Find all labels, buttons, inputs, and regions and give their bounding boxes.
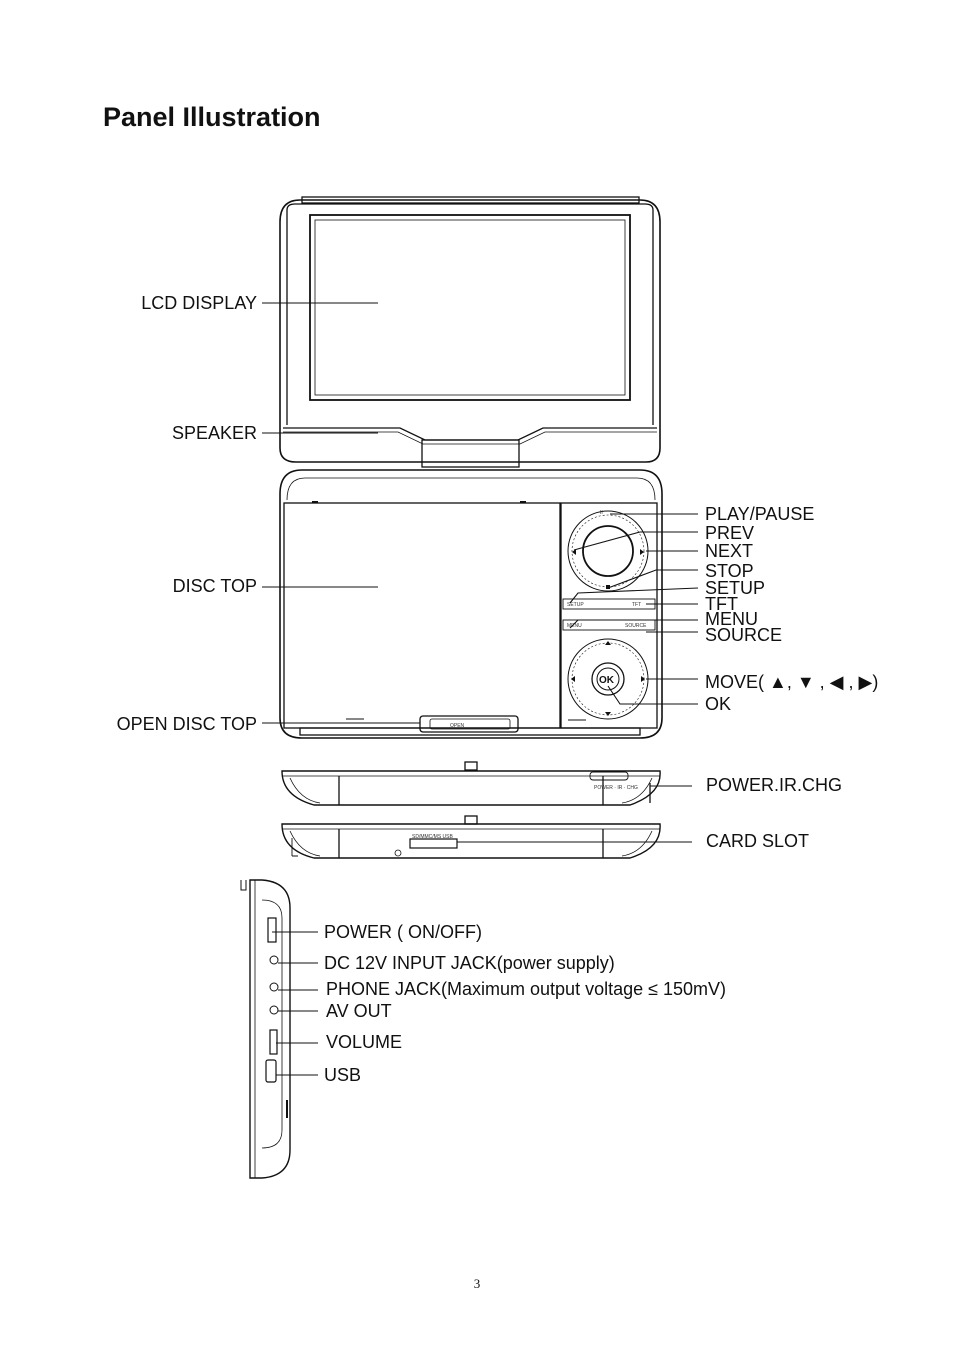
svg-text:II: II — [600, 510, 603, 516]
open-switch-text: OPEN — [450, 723, 465, 729]
label-speaker: SPEAKER — [171, 423, 257, 443]
page-number: 3 — [473, 1276, 481, 1291]
side-power-marking: POWER · IR · CHG — [594, 785, 638, 791]
front-side-view: POWER · IR · CHG — [281, 761, 661, 806]
label-tft: TFT — [705, 594, 738, 614]
lcd-lid — [279, 196, 661, 468]
label-lcd-display: LCD DISPLAY — [141, 293, 257, 313]
open-switch — [419, 715, 519, 733]
card-side-view: SD/MMC/MS USB — [281, 815, 661, 859]
power-switch — [267, 917, 277, 943]
leader-lines — [262, 302, 699, 1076]
label-av-out: AV OUT — [326, 1001, 392, 1021]
hinge — [421, 439, 520, 468]
label-ok: OK — [705, 694, 732, 714]
label-volume: VOLUME — [326, 1032, 403, 1052]
label-card-slot: CARD SLOT — [706, 831, 810, 851]
label-setup: SETUP — [705, 578, 766, 598]
label-power-ir-chg: POWER.IR.CHG — [706, 775, 843, 795]
label-power-on-off: POWER ( ON/OFF) — [324, 922, 482, 942]
label-open-disc-top: OPEN DISC TOP — [116, 714, 257, 734]
usb-port — [265, 1059, 277, 1083]
source-key-text: SOURCE — [625, 623, 647, 629]
label-play-pause: PLAY/PAUSE — [705, 504, 815, 524]
menu-key-text: MENU — [567, 623, 582, 629]
left-side-view — [240, 879, 291, 1179]
setup-key-text: SETUP — [567, 602, 584, 608]
disc-top-lid — [283, 502, 561, 729]
label-menu: MENU — [705, 609, 758, 629]
label-stop: STOP — [705, 561, 754, 581]
label-prev: PREV — [705, 523, 755, 543]
ok-button-text: OK — [599, 675, 615, 686]
playback-dial — [567, 510, 649, 592]
label-disc-top: DISC TOP — [172, 576, 257, 596]
label-usb: USB — [324, 1065, 362, 1085]
label-phone-jack: PHONE JACK(Maximum output voltage ≤ 150m… — [326, 979, 727, 999]
tft-key-text: TFT — [632, 602, 641, 608]
label-source: SOURCE — [705, 625, 783, 645]
label-dc-input: DC 12V INPUT JACK(power supply) — [324, 953, 615, 973]
page-title: Panel Illustration — [103, 102, 321, 132]
player-base: OPEN II SETUP TFT MENU SOURCE OK — [279, 469, 663, 739]
card-slot-marking: SD/MMC/MS USB — [412, 834, 454, 840]
card-slot — [409, 838, 458, 849]
volume-wheel — [269, 1029, 278, 1055]
lcd-display-screen — [309, 214, 631, 401]
label-next: NEXT — [705, 541, 754, 561]
label-move: MOVE( ▲, ▼ , ◀ , ▶) — [705, 672, 879, 692]
